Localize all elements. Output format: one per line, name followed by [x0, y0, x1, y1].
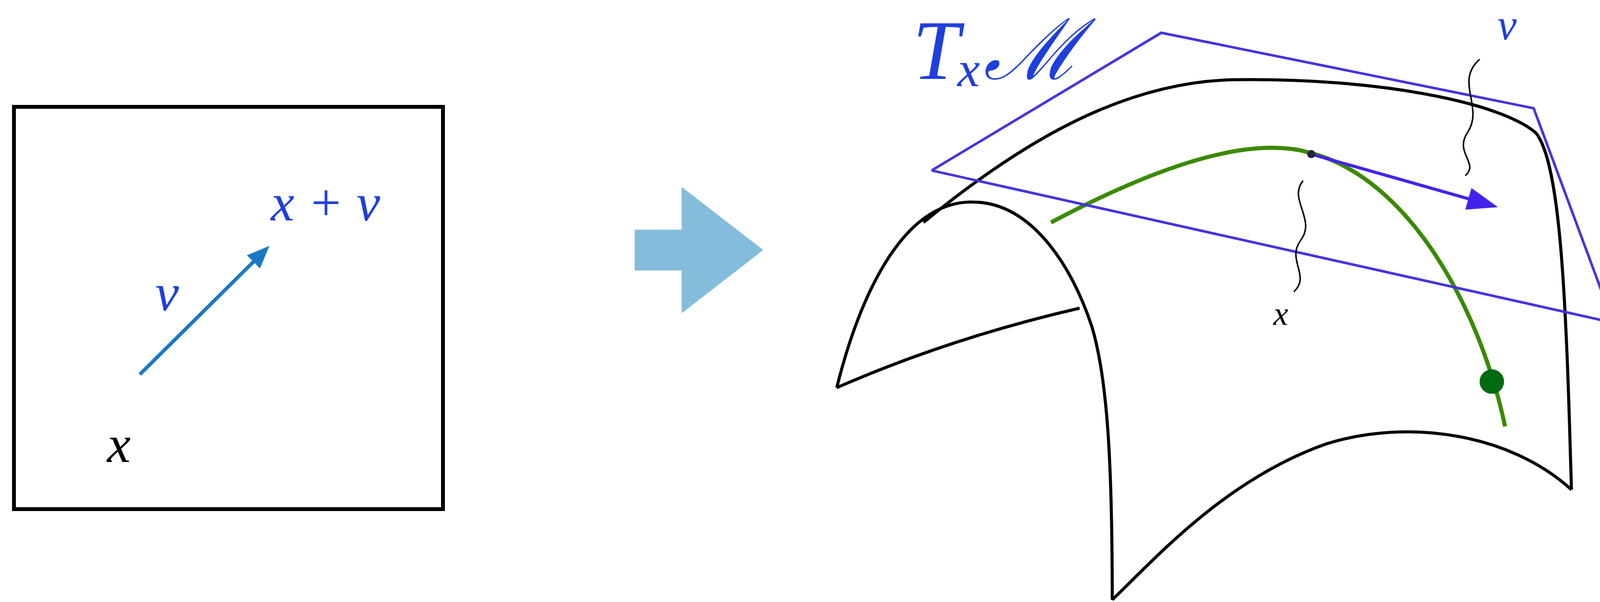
- manifold-surface: [836, 79, 1572, 600]
- arrow-head: [247, 246, 270, 269]
- front-arch: [836, 202, 1113, 601]
- surface-edge: [923, 79, 1572, 490]
- leader-line: [1463, 59, 1480, 176]
- surface-edge: [836, 308, 1080, 388]
- arrow-head: [1465, 188, 1498, 210]
- leader-line: [1293, 180, 1306, 292]
- vector-label: v: [1497, 3, 1517, 47]
- transition-arrow: [634, 186, 764, 314]
- surface-edge: [1112, 431, 1572, 600]
- sum-label: x + v: [271, 176, 381, 230]
- plane-edge: [931, 170, 1600, 322]
- vector-space-box: x v x + v: [12, 104, 445, 512]
- base-point: [1307, 150, 1316, 159]
- curve: [1051, 147, 1506, 427]
- point-label: x: [107, 417, 131, 471]
- curve-point: [1479, 369, 1505, 394]
- vector-label: v: [155, 266, 180, 320]
- vector-arrow: [139, 258, 258, 375]
- tangent-space-label: Tₓℳ: [912, 8, 1081, 93]
- tangent-vector: [1311, 154, 1470, 199]
- point-label: x: [1273, 297, 1288, 331]
